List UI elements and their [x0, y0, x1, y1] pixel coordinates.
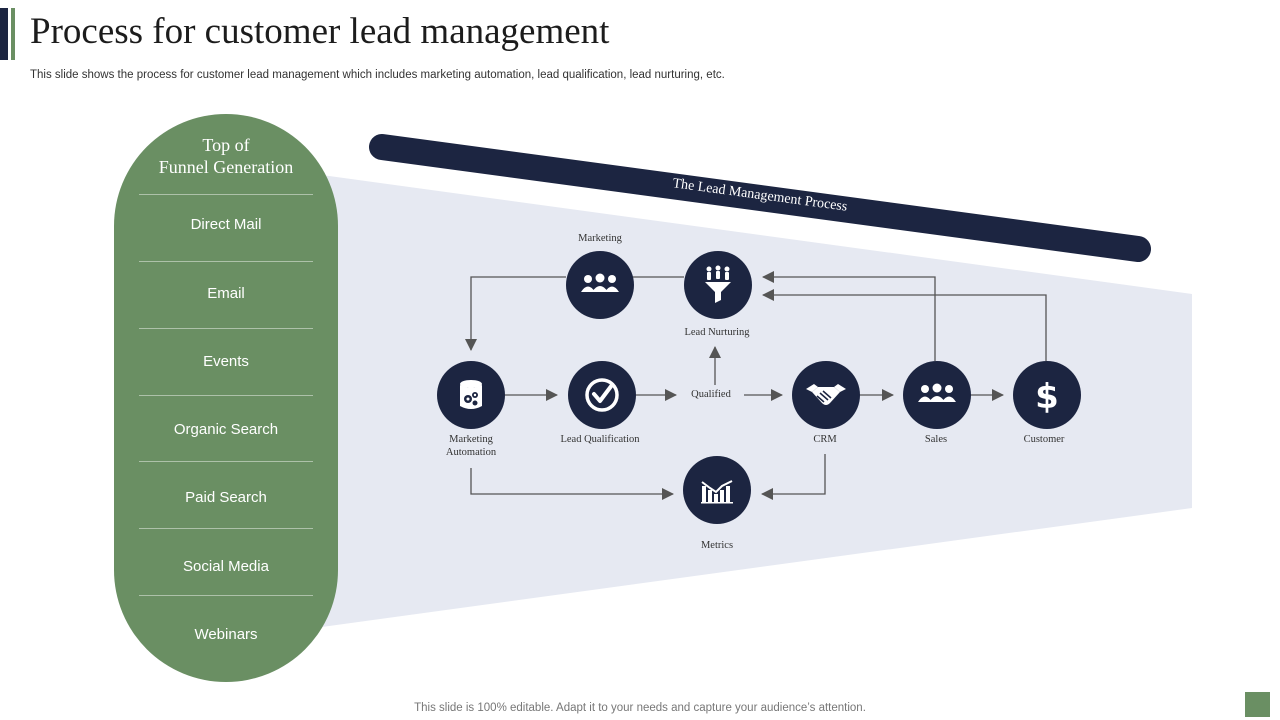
crm-node: [792, 361, 860, 429]
divider: [139, 328, 313, 329]
source-direct-mail: Direct Mail: [190, 216, 262, 233]
arrow-marketing-to-automation: [465, 276, 566, 351]
funnel-sources-panel: [114, 114, 338, 682]
corner-accent: [1245, 692, 1270, 717]
divider: [139, 395, 313, 396]
dollar-icon: $: [1035, 377, 1059, 415]
sales-label: Sales: [924, 434, 948, 445]
funnel-heading: Top of Funnel Generation: [158, 135, 294, 177]
page-title: Process for customer lead management: [30, 11, 610, 52]
source-paid-search: Paid Search: [185, 489, 267, 506]
footer-note: This slide is 100% editable. Adapt it to…: [414, 702, 866, 714]
marketing-automation-node: [437, 361, 505, 429]
divider: [139, 461, 313, 462]
qualified-label: Qualified: [691, 389, 731, 400]
marketing-node: [566, 251, 634, 319]
customer-node: $: [1013, 361, 1081, 429]
crm-label: CRM: [813, 434, 837, 445]
arrow-crm-to-metrics: [761, 454, 826, 500]
lead-nurturing-node: [684, 251, 752, 319]
source-social-media: Social Media: [183, 558, 269, 575]
handshake-icon: [806, 384, 846, 405]
database-gear-icon: [460, 380, 482, 409]
check-badge-icon: [585, 378, 619, 412]
divider: [139, 194, 313, 195]
divider: [139, 528, 313, 529]
arrow-automation-to-metrics: [470, 468, 674, 500]
source-organic-search: Organic Search: [173, 421, 279, 438]
lead-nurturing-label: Lead Nurturing: [684, 327, 750, 338]
arrow-sales-to-nurturing: [762, 271, 936, 361]
source-email: Email: [207, 285, 245, 302]
metrics-label: Metrics: [700, 540, 734, 551]
lead-qualification-node: [568, 361, 636, 429]
arrow-customer-to-nurturing: [762, 289, 1047, 361]
bar-chart-icon: [701, 480, 733, 504]
source-events: Events: [203, 353, 249, 370]
title-accent-bar: [0, 8, 8, 60]
marketing-automation-label: Marketing Automation: [445, 434, 497, 458]
title-accent-bar-green: [11, 8, 15, 60]
marketing-label: Marketing: [578, 233, 622, 244]
people-group-icon: [918, 383, 956, 402]
source-webinars: Webinars: [194, 626, 258, 643]
people-group-icon: [581, 273, 619, 292]
lead-qualification-label: Lead Qualification: [560, 434, 640, 445]
page-subtitle: This slide shows the process for custome…: [30, 69, 725, 81]
sales-node: [903, 361, 971, 429]
divider: [139, 261, 313, 262]
divider: [139, 595, 313, 596]
funnel-people-icon: [705, 265, 731, 303]
svg-text:$: $: [1035, 377, 1059, 415]
metrics-node: [683, 456, 751, 524]
customer-label: Customer: [1023, 434, 1065, 445]
